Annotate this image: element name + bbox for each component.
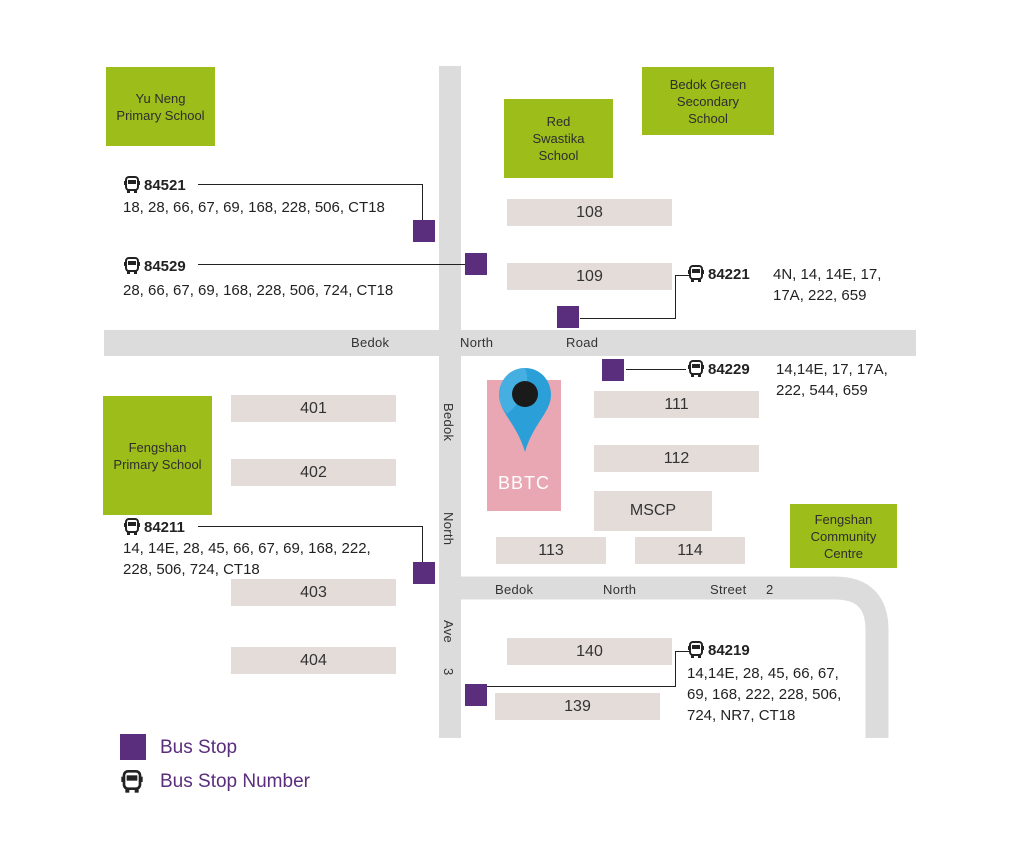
- road-label-ave-ave: Ave: [441, 620, 456, 644]
- bus-stop-number-label: 84521: [144, 176, 186, 194]
- bus-icon: [123, 257, 141, 275]
- legend-bus-stop-number-label: Bus Stop Number: [160, 771, 310, 792]
- connector-84211-v: [422, 526, 423, 562]
- connector-84211: [198, 526, 423, 527]
- legend-bus-icon: [120, 769, 144, 795]
- connector-84521-v: [422, 184, 423, 220]
- connector-84221: [675, 275, 676, 319]
- block-403: 403: [231, 579, 396, 606]
- bus-stop-number-label: 84529: [144, 257, 186, 275]
- road-label-st-bedok: Bedok: [495, 582, 534, 597]
- bus-routes-84529: 28, 66, 67, 69, 168, 228, 506, 724, CT18: [123, 282, 394, 299]
- bus-stop-84229[interactable]: [602, 359, 624, 381]
- bus-stop-number-84229: 84229: [687, 360, 750, 378]
- bus-stop-number-label: 84211: [144, 518, 185, 536]
- bus-stop-number-84219: 84219: [687, 641, 750, 659]
- connector-84229: [626, 369, 686, 370]
- road-label-st-street: Street: [710, 582, 747, 597]
- bus-routes-84221: 4N, 14, 14E, 17, 17A, 222, 659: [773, 266, 882, 304]
- landmark-fengshan-primary: Fengshan Primary School: [103, 396, 212, 515]
- landmark-yu-neng-primary: Yu Neng Primary School: [106, 67, 215, 146]
- bus-icon: [687, 641, 705, 659]
- bus-routes-84229: 14,14E, 17, 17A, 222, 544, 659: [776, 361, 888, 399]
- block-114: 114: [635, 537, 745, 564]
- block-mscp: MSCP: [594, 491, 712, 531]
- road-label-north: North: [460, 335, 494, 350]
- road-label-road: Road: [566, 335, 599, 350]
- connector-84219-top: [675, 651, 689, 652]
- connector-84529: [198, 264, 466, 265]
- block-404: 404: [231, 647, 396, 674]
- block-401: 401: [231, 395, 396, 422]
- landmark-bedok-green-secondary: Bedok Green Secondary School: [642, 67, 774, 135]
- block-109: 109: [507, 263, 672, 290]
- bbtc-label: BBTC: [498, 473, 551, 493]
- bus-stop-number-label: 84229: [708, 360, 750, 378]
- bus-routes-84521: 18, 28, 66, 67, 69, 168, 228, 506, CT18: [123, 199, 385, 216]
- road-label-st-2: 2: [766, 582, 774, 597]
- bus-routes-84219: 14,14E, 28, 45, 66, 67, 69, 168, 222, 22…: [687, 665, 842, 724]
- bus-stop-84211[interactable]: [413, 562, 435, 584]
- block-113: 113: [496, 537, 606, 564]
- block-140: 140: [507, 638, 672, 665]
- bus-icon: [123, 518, 141, 536]
- bus-stop-84521[interactable]: [413, 220, 435, 242]
- road-label-ave-3: 3: [441, 668, 456, 676]
- road-label-st-north: North: [603, 582, 637, 597]
- legend-bus-stop-swatch: [120, 734, 146, 760]
- block-108: 108: [507, 199, 672, 226]
- bus-stop-number-label: 84221: [708, 265, 750, 283]
- connector-84219-h: [486, 686, 676, 687]
- bus-stop-number-84529: 84529: [123, 257, 186, 275]
- bus-icon: [687, 360, 705, 378]
- road-bedok-north-road: [104, 330, 916, 356]
- block-139: 139: [495, 693, 660, 720]
- legend-bus-stop-label: Bus Stop: [160, 737, 238, 758]
- map-pin-icon[interactable]: [497, 366, 553, 454]
- landmark-red-swastika-school: Red Swastika School: [504, 99, 613, 178]
- road-bedok-north-ave3: [439, 66, 461, 738]
- road-label-bedok: Bedok: [351, 335, 390, 350]
- connector-84521: [198, 184, 423, 185]
- block-402: 402: [231, 459, 396, 486]
- bus-stop-number-84211: 84211: [123, 518, 185, 536]
- connector-84221-top: [675, 275, 689, 276]
- road-label-ave-bedok: Bedok: [441, 403, 456, 442]
- bus-stop-84219[interactable]: [465, 684, 487, 706]
- bus-icon: [123, 176, 141, 194]
- bus-stop-84221[interactable]: [557, 306, 579, 328]
- block-111: 111: [594, 391, 759, 418]
- connector-84221-h: [580, 318, 676, 319]
- road-label-ave-north: North: [441, 512, 456, 546]
- connector-84219: [675, 651, 676, 687]
- bus-stop-number-label: 84219: [708, 641, 750, 659]
- bus-stop-84529[interactable]: [465, 253, 487, 275]
- bus-stop-number-84221: 84221: [687, 265, 750, 283]
- block-112: 112: [594, 445, 759, 472]
- bus-stop-number-84521: 84521: [123, 176, 186, 194]
- bus-icon: [687, 265, 705, 283]
- landmark-fengshan-community-centre: Fengshan Community Centre: [790, 504, 897, 568]
- road-bedok-north-street2: [455, 576, 889, 738]
- bus-routes-84211: 14, 14E, 28, 45, 66, 67, 69, 168, 222, 2…: [123, 540, 371, 578]
